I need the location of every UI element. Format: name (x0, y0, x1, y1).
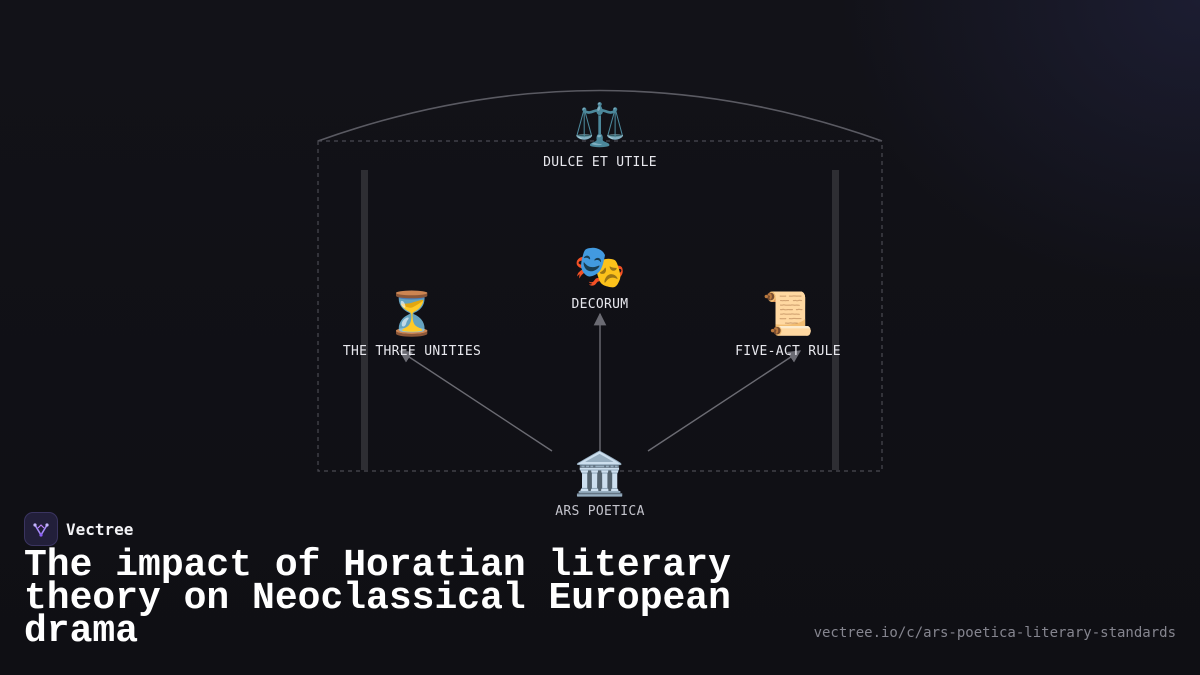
node-label: FIVE-ACT RULE (735, 344, 841, 359)
brand-name: Vectree (66, 519, 134, 539)
node-label: THE THREE UNITIES (342, 344, 482, 359)
pediment-arc (317, 89, 883, 142)
source-url[interactable]: vectree.io/c/ars-poetica-literary-standa… (813, 625, 1176, 641)
node-label: ARS POETICA (555, 504, 645, 519)
node-label: DULCE ET UTILE (543, 155, 657, 170)
node-ars-poetica: 🏛️ ARS POETICA (500, 449, 700, 520)
performing-arts-masks-icon: 🎭 (573, 242, 627, 291)
vectree-logo-icon (24, 512, 58, 546)
hourglass-icon: ⏳ (385, 289, 439, 338)
brand[interactable]: Vectree (24, 512, 133, 546)
temple-frame (317, 140, 883, 472)
node-label: DECORUM (571, 297, 629, 312)
classical-building-icon: 🏛️ (573, 449, 627, 498)
edge-root-to-right (647, 350, 802, 452)
node-dulce-et-utile: ⚖️ DULCE ET UTILE (500, 100, 700, 171)
node-five-act-rule: 📜 FIVE-ACT RULE (688, 289, 888, 360)
right-pillar (832, 170, 839, 470)
page-title: The impact of Horatian literary theory o… (24, 544, 731, 653)
left-pillar (361, 170, 368, 470)
scales-icon: ⚖️ (573, 100, 627, 149)
scroll-icon: 📜 (761, 289, 815, 338)
node-decorum: 🎭 DECORUM (500, 242, 700, 313)
edge-root-to-left (398, 350, 553, 452)
node-three-unities: ⏳ THE THREE UNITIES (312, 289, 512, 360)
